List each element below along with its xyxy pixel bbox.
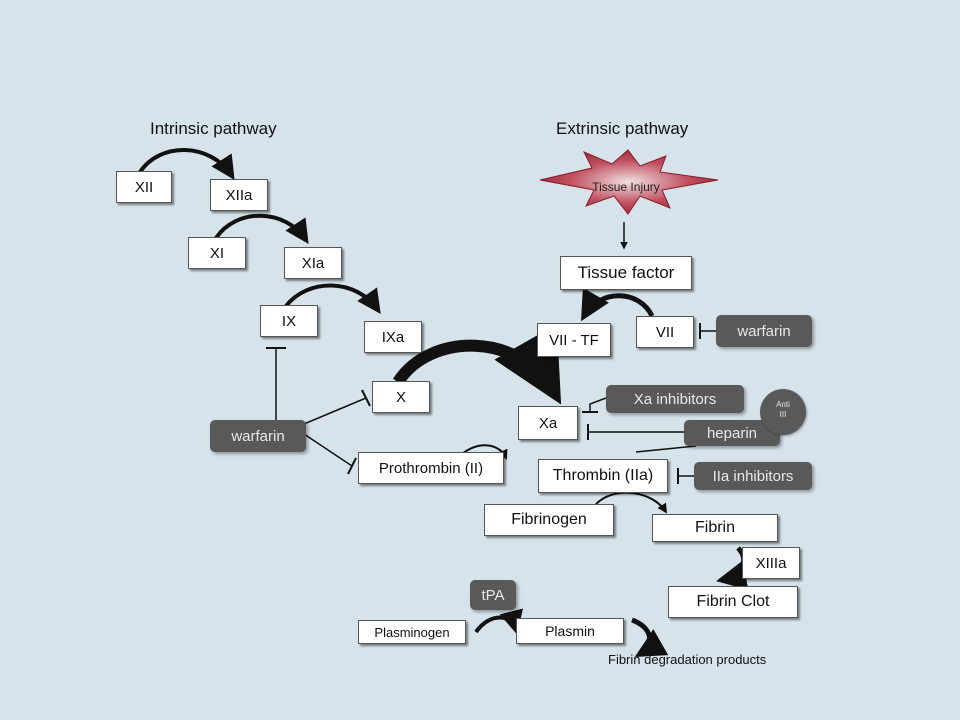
factor-xii: XII bbox=[116, 171, 172, 203]
fibrin: Fibrin bbox=[652, 514, 778, 542]
arrow-fibrinogen-to-fibrin bbox=[595, 491, 668, 514]
thrombin: Thrombin (IIa) bbox=[538, 459, 668, 493]
prothrombin: Prothrombin (II) bbox=[358, 452, 504, 484]
factor-ixa: IXa bbox=[364, 321, 422, 353]
plasmin: Plasmin bbox=[516, 618, 624, 644]
arrow-ix-to-ixa bbox=[284, 283, 381, 314]
arrow-x-to-xa bbox=[392, 324, 562, 405]
inhibit-warfarin-prothrombin bbox=[303, 433, 357, 475]
factor-xiiia: XIIIa bbox=[742, 547, 800, 579]
arrow-plasminogen-to-plasmin bbox=[474, 608, 523, 635]
factor-x: X bbox=[372, 381, 430, 413]
extrinsic-pathway-title: Extrinsic pathway bbox=[556, 119, 689, 138]
anti-iii-line1: Anti bbox=[776, 400, 790, 409]
intrinsic-pathway-title: Intrinsic pathway bbox=[150, 119, 277, 138]
fibrin-degradation-products: Fibrin degradation products bbox=[608, 652, 767, 667]
fibrin-clot: Fibrin Clot bbox=[668, 586, 798, 618]
arrow-xi-to-xia bbox=[214, 213, 309, 245]
arrow-plasmin-to-degradation bbox=[630, 617, 669, 657]
factor-xia: XIa bbox=[284, 247, 342, 279]
tissue-injury-burst bbox=[539, 149, 719, 215]
inhibit-iia-inhibitors bbox=[677, 468, 694, 484]
inhibit-warfarin-ix bbox=[266, 347, 286, 420]
tissue-injury-label: Tissue Injury bbox=[592, 180, 660, 194]
factor-xi: XI bbox=[188, 237, 246, 269]
xa-inhibitors: Xa inhibitors bbox=[606, 385, 744, 413]
warfarin-right: warfarin bbox=[716, 315, 812, 347]
inhibit-heparin-xa bbox=[587, 424, 684, 440]
factor-vii: VII bbox=[636, 316, 694, 348]
factor-xa: Xa bbox=[518, 406, 578, 440]
factor-xiia: XIIa bbox=[210, 179, 268, 211]
arrow-vii-to-viitf bbox=[581, 287, 655, 322]
tpa: tPA bbox=[470, 580, 516, 610]
fibrinogen: Fibrinogen bbox=[484, 504, 614, 536]
arrow-prothrombin-to-thrombin bbox=[461, 444, 508, 460]
factor-vii-tf: VII - TF bbox=[537, 323, 611, 357]
inhibit-heparin-thrombin bbox=[635, 445, 697, 453]
anti-iii-badge: Anti III bbox=[760, 389, 806, 435]
anti-iii-line2: III bbox=[779, 410, 787, 419]
inhibit-warfarin-x bbox=[303, 389, 371, 425]
inhibit-warfarin-vii bbox=[699, 323, 716, 339]
tissue-factor: Tissue factor bbox=[560, 256, 692, 290]
arrow-xii-to-xiia bbox=[138, 148, 235, 181]
factor-ix: IX bbox=[260, 305, 318, 337]
inhibit-xa-inhibitors bbox=[582, 397, 607, 413]
iia-inhibitors: IIa inhibitors bbox=[694, 462, 812, 490]
plasminogen: Plasminogen bbox=[358, 620, 466, 644]
warfarin-left: warfarin bbox=[210, 420, 306, 452]
